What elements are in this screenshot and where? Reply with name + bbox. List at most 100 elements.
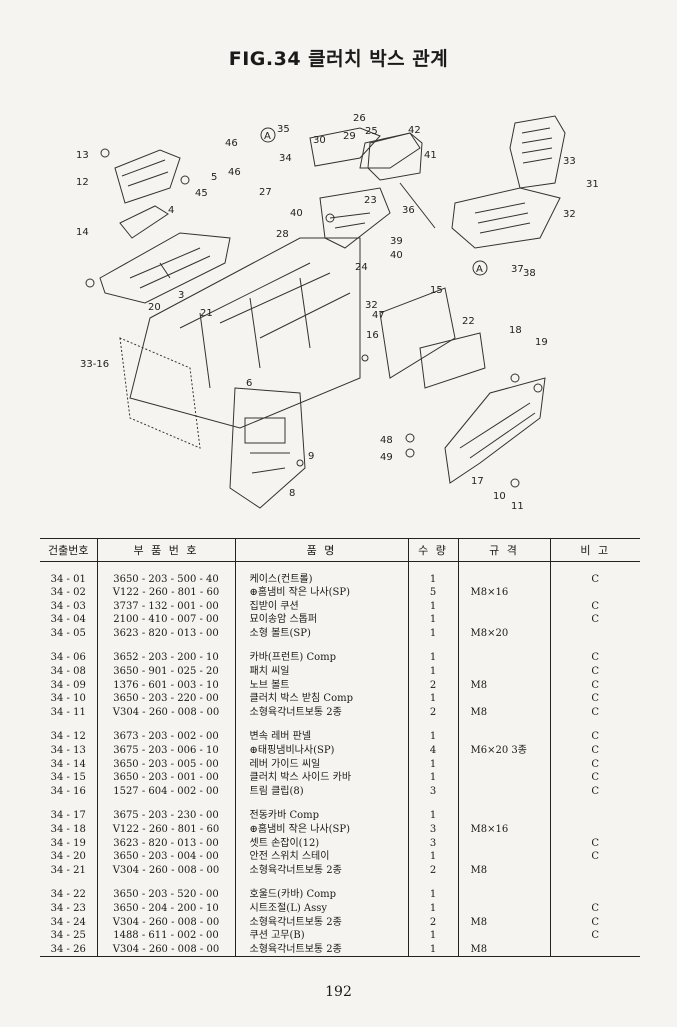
callout-label: 26: [353, 113, 366, 124]
callout-label: 17: [471, 476, 484, 487]
callout-label: 46: [225, 138, 238, 149]
group-spacer: [40, 798, 640, 810]
cell-part-name: 소형육각너트보통 2종: [234, 705, 408, 720]
cell-note: [549, 942, 640, 958]
cell-spec: [457, 730, 550, 745]
callout-label: 13: [76, 150, 89, 161]
cell-quantity: 1: [407, 572, 458, 587]
spacer-cell: [407, 561, 458, 573]
callout-label: A: [476, 264, 483, 275]
cell-ref-no: 34 - 09: [50, 679, 86, 691]
callout-label: 11: [511, 501, 524, 512]
callout-label: 40: [290, 208, 303, 219]
cell-note: C: [549, 757, 640, 772]
cell-spec: [457, 771, 550, 785]
cell-part-name: 묘이송암 스톱퍼: [234, 613, 408, 627]
header-quantity: 수 량: [407, 538, 458, 562]
cell-part-name: ⊕홈냄비 작은 나사(SP): [234, 586, 408, 600]
callout-label: 37: [511, 264, 524, 275]
cell-quantity: 3: [407, 823, 458, 837]
callout-label: 38: [523, 268, 536, 279]
cell-quantity: 1: [407, 692, 458, 706]
cell-spec: M8×20: [457, 626, 550, 641]
group-spacer: [40, 640, 640, 652]
cell-spec: M8: [457, 942, 550, 958]
cell-spec: M8: [457, 863, 550, 878]
spacer-cell: [549, 640, 640, 652]
cell-note: C: [549, 836, 640, 851]
callout-label: 16: [366, 330, 379, 341]
cell-quantity: 1: [407, 730, 458, 745]
cell-note: [549, 888, 640, 902]
cell-part-no: 3650 - 901 - 025 - 20: [96, 665, 235, 679]
callout-label: 20: [148, 302, 161, 313]
spacer-cell: [549, 719, 640, 731]
callout-label: 19: [535, 337, 548, 348]
cell-note: C: [549, 771, 640, 785]
cell-quantity: 1: [407, 771, 458, 785]
cell-quantity: 3: [407, 784, 458, 799]
cell-spec: [457, 665, 550, 679]
cell-part-no: 3623 - 820 - 013 - 00: [96, 626, 235, 641]
callout-label: 36: [402, 205, 415, 216]
figure-title: FIG.34 클러치 박스 관계: [228, 48, 449, 70]
cell-note: C: [549, 784, 640, 799]
cell-part-no: 3650 - 203 - 005 - 00: [96, 757, 235, 772]
cell-spec: M8: [457, 678, 550, 693]
callout-label: 46: [228, 167, 241, 178]
cell-part-name: 호울드(카바) Comp: [234, 888, 408, 902]
cell-spec: [457, 572, 550, 587]
cell-note: C: [549, 613, 640, 627]
cell-quantity: 1: [407, 665, 458, 679]
exploded-parts-diagram: 13 12 14 46 46 A 35 30 29 34 26 25 42 41…: [60, 88, 620, 518]
cell-note: C: [549, 929, 640, 943]
cell-spec: M8: [457, 915, 550, 930]
cell-ref-no: 34 - 11: [50, 706, 86, 718]
callout-label: 40: [390, 250, 403, 261]
cell-part-no: 3673 - 203 - 002 - 00: [96, 730, 235, 745]
cell-ref-no: 34 - 12: [50, 731, 86, 743]
callout-label: 34: [279, 153, 292, 164]
spacer-cell: [96, 719, 235, 731]
cell-ref-no: 34 - 05: [50, 627, 86, 639]
callout-label: 23: [364, 195, 377, 206]
spacer-cell: [549, 798, 640, 810]
callout-label: 29: [343, 131, 356, 142]
cell-ref-no: 34 - 19: [50, 837, 86, 849]
cell-quantity: 2: [407, 705, 458, 720]
cell-part-no: 3650 - 203 - 220 - 00: [96, 692, 235, 706]
cell-part-no: 1488 - 611 - 002 - 00: [96, 929, 235, 943]
diagram-svg: 13 12 14 46 46 A 35 30 29 34 26 25 42 41…: [76, 113, 599, 512]
cell-quantity: 1: [407, 901, 458, 916]
cell-quantity: 5: [407, 586, 458, 600]
cell-part-name: 카바(프런트) Comp: [234, 651, 408, 666]
callout-label: 10: [493, 491, 506, 502]
cell-quantity: 3: [407, 836, 458, 851]
cell-ref-no: 34 - 02: [50, 587, 86, 599]
cell-part-name: 소형육각너트보통 2종: [234, 863, 408, 878]
callout-label: 27: [259, 187, 272, 198]
cell-ref-no: 34 - 16: [50, 785, 86, 797]
callout-label: 30: [313, 135, 326, 146]
cell-part-name: 케이스(컨트롤): [234, 572, 408, 587]
cell-part-name: 시트조절(L) Assy: [234, 901, 408, 916]
group-spacer: [40, 877, 640, 889]
header-note: 비 고: [549, 538, 640, 562]
cell-part-no: 3650 - 203 - 520 - 00: [96, 888, 235, 902]
callout-label: 22: [462, 316, 475, 327]
cell-quantity: 2: [407, 915, 458, 930]
callout-label: 8: [289, 488, 295, 499]
callout-label: 3: [178, 290, 184, 301]
cell-spec: [457, 850, 550, 864]
cell-spec: [457, 836, 550, 851]
